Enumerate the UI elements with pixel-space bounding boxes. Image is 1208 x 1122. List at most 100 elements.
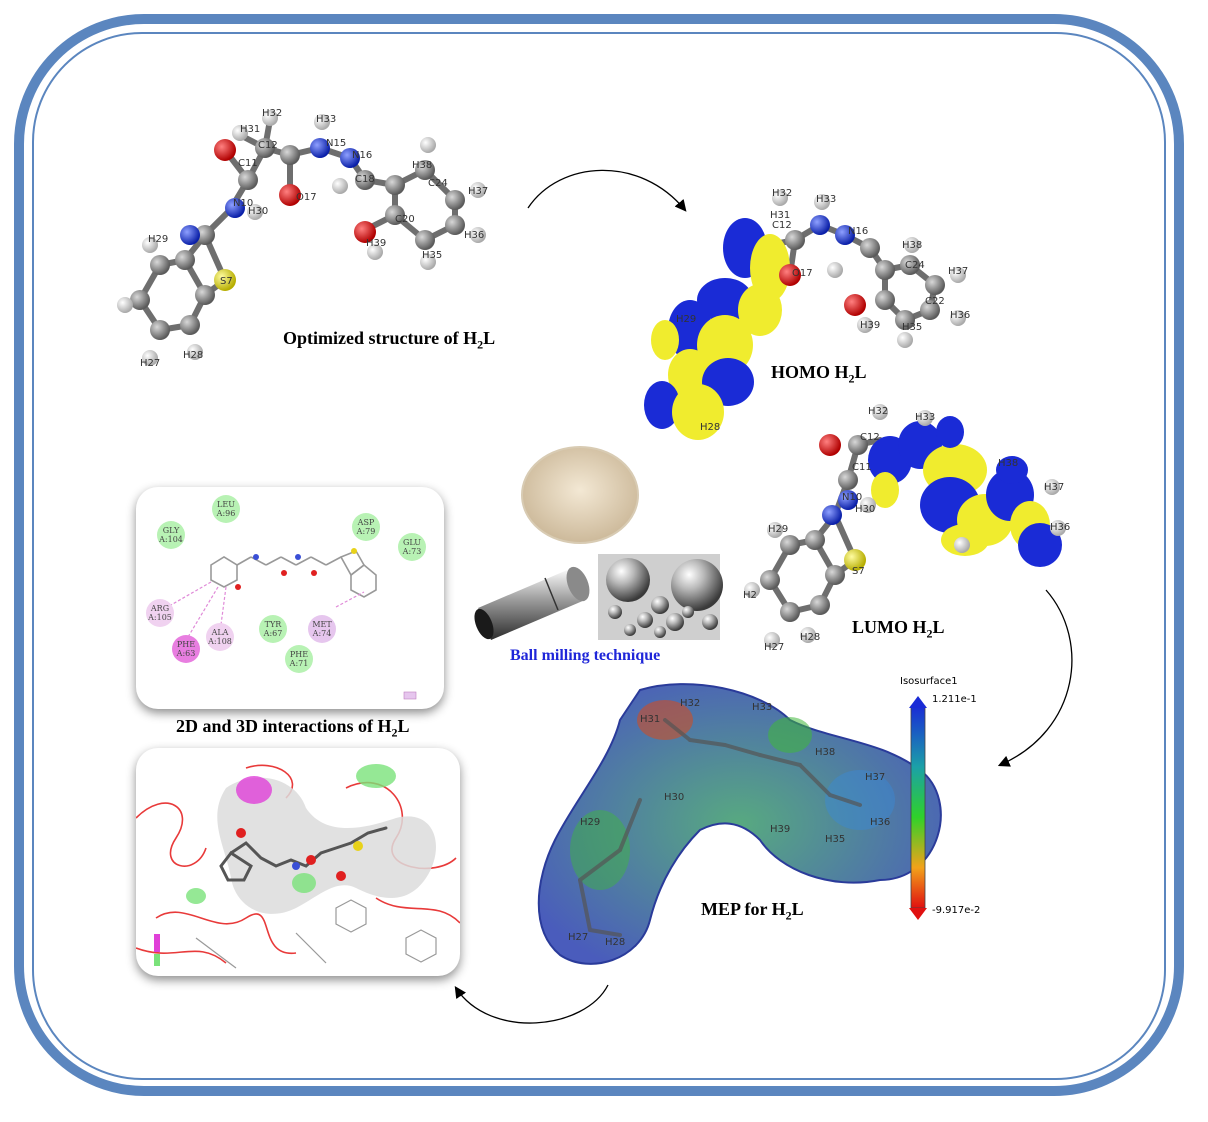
lumo-label: LUMO H2L: [852, 617, 945, 641]
svg-text:H27: H27: [140, 358, 160, 369]
inner-frame: [32, 32, 1166, 1080]
svg-text:H29: H29: [676, 314, 696, 325]
svg-text:C11: C11: [238, 158, 258, 169]
arrow-to-mep: [997, 589, 1073, 767]
svg-text:H39: H39: [770, 824, 790, 835]
interaction-3d-panel: [136, 748, 460, 976]
svg-text:H29: H29: [580, 817, 600, 828]
svg-text:A:63: A:63: [176, 649, 196, 658]
svg-text:N16: N16: [848, 226, 868, 237]
svg-text:H31: H31: [770, 210, 790, 221]
svg-text:H28: H28: [183, 350, 203, 361]
svg-text:C12: C12: [860, 432, 880, 443]
svg-text:H38: H38: [998, 458, 1018, 469]
svg-text:H37: H37: [948, 266, 968, 277]
svg-text:C11: C11: [852, 462, 872, 473]
svg-text:H37: H37: [865, 772, 885, 783]
svg-text:A:71: A:71: [289, 659, 309, 668]
svg-text:H33: H33: [915, 412, 935, 423]
optimized-structure-label: Optimized structure of H2L: [283, 328, 496, 352]
svg-text:H30: H30: [248, 206, 268, 217]
svg-text:O17: O17: [296, 192, 317, 203]
svg-text:C20: C20: [395, 214, 415, 225]
svg-text:C18: C18: [355, 174, 375, 185]
svg-text:O17: O17: [792, 268, 813, 279]
svg-text:ASP: ASP: [357, 518, 375, 527]
svg-text:H28: H28: [700, 422, 720, 433]
svg-text:H38: H38: [412, 160, 432, 171]
svg-text:A:79: A:79: [356, 527, 376, 536]
svg-text:H36: H36: [464, 230, 484, 241]
isosurface-colorbar: [909, 696, 927, 920]
svg-text:H35: H35: [825, 834, 845, 845]
svg-text:ARG: ARG: [150, 604, 169, 613]
svg-text:A:105: A:105: [147, 613, 172, 622]
ball-milling-illustration: [474, 446, 723, 640]
svg-text:S7: S7: [220, 276, 233, 287]
svg-text:H29: H29: [768, 524, 788, 535]
svg-text:H28: H28: [605, 937, 625, 948]
svg-text:C12: C12: [772, 220, 792, 231]
svg-text:H32: H32: [772, 188, 792, 199]
svg-text:H33: H33: [316, 114, 336, 125]
interactions-label: 2D and 3D interactions of H2L: [176, 716, 410, 740]
svg-text:H31: H31: [640, 714, 660, 725]
svg-text:H38: H38: [902, 240, 922, 251]
ball-milling-label: Ball milling technique: [510, 647, 661, 664]
cycle-arrows: [454, 169, 1073, 1024]
svg-text:H37: H37: [1044, 482, 1064, 493]
interaction-3d-diagram: [136, 764, 460, 969]
svg-text:H36: H36: [950, 310, 970, 321]
svg-text:C24: C24: [905, 260, 925, 271]
svg-text:H32: H32: [262, 108, 282, 119]
svg-text:N10: N10: [842, 492, 862, 503]
powder-dish: [522, 447, 638, 543]
svg-text:LEU: LEU: [217, 500, 235, 509]
svg-text:C24: C24: [428, 178, 448, 189]
mep-label: MEP for H2L: [701, 899, 804, 923]
steel-balls: [606, 558, 723, 638]
svg-text:N16: N16: [352, 150, 372, 161]
milling-rod: [474, 566, 590, 640]
svg-text:N15: N15: [326, 138, 346, 149]
homo-label: HOMO H2L: [771, 362, 867, 386]
svg-text:H35: H35: [422, 250, 442, 261]
svg-text:H39: H39: [366, 238, 386, 249]
svg-text:H32: H32: [680, 698, 700, 709]
colorbar-title: Isosurface1: [900, 676, 958, 687]
svg-text:H28: H28: [800, 632, 820, 643]
svg-text:H35: H35: [902, 322, 922, 333]
colorbar-min: -9.917e-2: [932, 905, 981, 916]
svg-text:H33: H33: [752, 702, 772, 713]
residue-markers: [146, 495, 426, 673]
svg-text:A:73: A:73: [402, 547, 422, 556]
svg-text:A:74: A:74: [312, 629, 332, 638]
svg-text:GLY: GLY: [163, 526, 180, 535]
svg-text:ALA: ALA: [211, 628, 229, 637]
homo-lobes: [644, 218, 790, 440]
svg-text:A:67: A:67: [263, 629, 283, 638]
svg-text:H31: H31: [240, 124, 260, 135]
colorbar-max: 1.211e-1: [932, 694, 977, 705]
svg-text:GLU: GLU: [403, 538, 421, 547]
arrow-to-interactions: [454, 984, 609, 1024]
svg-text:MET: MET: [312, 620, 332, 629]
svg-text:H32: H32: [868, 406, 888, 417]
svg-text:H27: H27: [568, 932, 588, 943]
svg-text:H33: H33: [816, 194, 836, 205]
svg-text:S7: S7: [852, 566, 865, 577]
svg-text:H36: H36: [1050, 522, 1070, 533]
svg-text:PHE: PHE: [290, 650, 308, 659]
lumo-lobes: [868, 416, 1062, 567]
svg-text:H39: H39: [860, 320, 880, 331]
outer-frame: [14, 14, 1184, 1096]
svg-text:H29: H29: [148, 234, 168, 245]
